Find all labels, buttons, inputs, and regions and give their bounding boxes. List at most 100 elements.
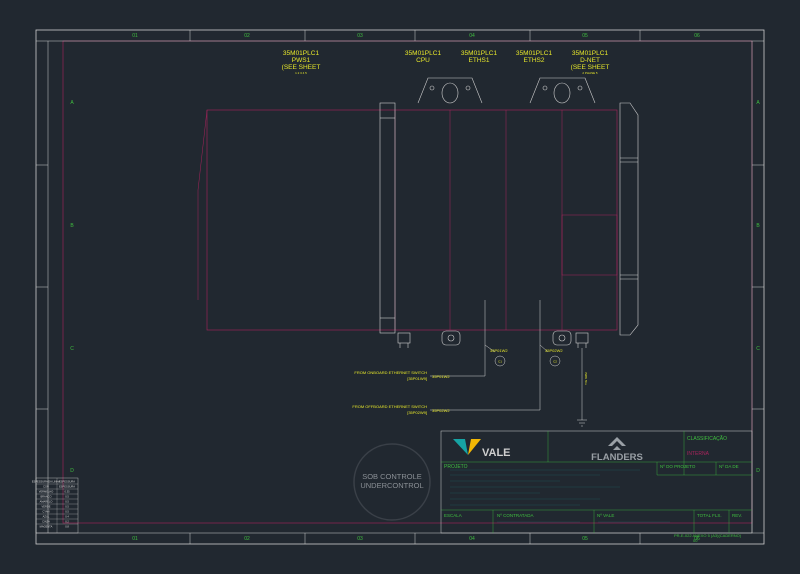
grid-row-label: D — [70, 468, 74, 474]
table-cell: 0.5 — [65, 495, 69, 499]
module-tag: 35M01PLC1 — [461, 50, 498, 57]
table-cell: 0.2 — [65, 520, 69, 524]
grid-row-label: C — [70, 346, 74, 352]
offboard-cable: 35P02W2 — [432, 408, 450, 413]
module-header-eths1: 35M01PLC1 ETHS1 — [461, 50, 498, 64]
grid-col-label: 02 — [244, 536, 250, 542]
offboard-tag: [35P02W9] — [407, 410, 427, 415]
module-header-eths2: 35M01PLC1 ETHS2 — [516, 50, 553, 64]
grid-col-label: 04 — [469, 33, 475, 39]
stamp-line1: SOB CONTROLE — [362, 472, 422, 481]
table-cell: 0.4 — [65, 515, 69, 519]
module-ref-detail: 1 2 3 4 5 — [295, 71, 307, 75]
vale-wordmark: VALE — [482, 447, 511, 459]
line-thickness-table: ESPESSURA DA LINHA ESPESSURA COR ESPESSU… — [32, 477, 79, 534]
document-revision: 00 — [693, 538, 698, 543]
revision-label: REV. — [732, 513, 742, 518]
module-top-clip-cpu — [417, 77, 483, 104]
table-cell: 0.5 — [65, 510, 69, 514]
from-offboard-switch: FROM OFFBOARD ETHERNET SWITCH — [352, 404, 427, 409]
ground-cable-label: Y/G 6MM — [584, 372, 588, 385]
table-cell: 0.5 — [65, 500, 69, 504]
de-number-label: Nº DA DE — [719, 464, 739, 469]
module-header-cpu: 35M01PLC1 CPU — [405, 50, 442, 64]
grid-col-label: 02 — [244, 33, 250, 39]
cable-label-w1: 35P01W2 — [490, 348, 508, 353]
table-cell: 0.5 — [65, 505, 69, 509]
table-cell: VERMELHO — [39, 490, 54, 494]
module-ref: (SEE SHEET — [571, 64, 610, 71]
grid-col-label: 01 — [132, 536, 138, 542]
module-tag: 35M01PLC1 — [572, 50, 609, 57]
flanders-logo: FLANDERS — [591, 437, 643, 463]
grid-ticks — [36, 30, 764, 544]
grid-col-label: 04 — [469, 536, 475, 542]
grid-col-label: 03 — [357, 536, 363, 542]
flanders-wordmark: FLANDERS — [591, 452, 643, 463]
module-tag: 35M01PLC1 — [516, 50, 553, 57]
project-label: PROJETO — [444, 464, 468, 470]
table-cell: VERDE — [42, 505, 51, 509]
onboard-tag: [35P01W9] — [407, 376, 427, 381]
vale-logo: VALE — [453, 439, 511, 459]
table-header: ESPESSURA — [59, 480, 75, 484]
title-block: VALE FLANDERS CLASSIFICAÇÃO INTERNA PROJ… — [440, 430, 753, 543]
inner-border — [62, 40, 753, 524]
module-name: D-NET — [580, 57, 600, 64]
document-number: PR-E-022 ANEXO 5 (A3)(CADERNO) — [674, 533, 742, 538]
under-control-stamp: SOB CONTROLE UNDERCONTROL — [353, 443, 431, 521]
stamp-line2: UNDERCONTROL — [360, 481, 423, 490]
grid-col-label: 01 — [132, 33, 138, 39]
cable-circle-label: C1 — [498, 360, 502, 364]
table-header: ESPESSURA DA LINHA — [32, 480, 61, 484]
grid-row-label: D — [756, 468, 760, 474]
outer-frame — [35, 29, 765, 545]
table-cell: AZUL — [43, 515, 50, 519]
grid-row-label: A — [70, 100, 74, 106]
grid-col-label: 05 — [582, 536, 588, 542]
vale-number-label: Nº VALE — [597, 513, 614, 518]
plc-rack — [197, 109, 618, 331]
module-name: PWS1 — [292, 57, 311, 64]
table-cell: 0.35 — [64, 490, 70, 494]
grid-col-label: 05 — [582, 33, 588, 39]
module-name: CPU — [416, 57, 430, 64]
table-cell: CYAN — [42, 510, 49, 514]
grid-col-label: 03 — [357, 33, 363, 39]
total-sheets-label: TOTAL FLS. — [697, 513, 722, 518]
table-cell: 0.8 — [65, 525, 69, 529]
module-tag: 35M01PLC1 — [405, 50, 442, 57]
project-number-label: Nº DO PROJETO — [660, 464, 696, 469]
table-cell: AMARELO — [40, 500, 53, 504]
contractor-number-label: Nº CONTRATADA — [497, 513, 533, 518]
table-cell: CINZA — [42, 520, 50, 524]
table-cell: MAGENTA — [40, 525, 53, 529]
from-onboard-switch: FROM ONBOARD ETHERNET SWITCH — [354, 370, 427, 375]
table-cell: BRANCO — [40, 495, 51, 499]
module-header-dnet: 35M01PLC1 D-NET (SEE SHEET 2 PHASE 5 — [571, 50, 610, 75]
module-ref: (SEE SHEET — [282, 64, 321, 71]
classification-label: CLASSIFICAÇÃO — [687, 435, 727, 442]
grid-row-label: C — [756, 346, 760, 352]
module-ref-detail: 2 PHASE 5 — [582, 71, 598, 75]
cable-label-w2: 35P02W2 — [545, 348, 563, 353]
dnet-module — [619, 102, 639, 336]
grid-row-label: B — [756, 223, 760, 229]
scale-label: ESCALA — [444, 513, 462, 518]
cable-circle-label: C2 — [553, 360, 557, 364]
cable-runs — [430, 300, 587, 427]
grid-row-label: B — [70, 223, 74, 229]
grid-col-label: 06 — [694, 536, 700, 542]
power-supply-module — [379, 102, 396, 334]
dnet-connector-outline — [561, 214, 618, 276]
table-cell: COR — [43, 485, 49, 489]
table-cell: ESPESSURA — [59, 485, 75, 489]
onboard-cable: 35P01W2 — [432, 374, 450, 379]
grid-col-label: 06 — [694, 33, 700, 39]
module-name: ETHS1 — [469, 57, 490, 64]
grid-row-label: A — [756, 100, 760, 106]
classification-value: INTERNA — [687, 451, 710, 457]
module-tag: 35M01PLC1 — [283, 50, 320, 57]
module-name: ETHS2 — [524, 57, 545, 64]
